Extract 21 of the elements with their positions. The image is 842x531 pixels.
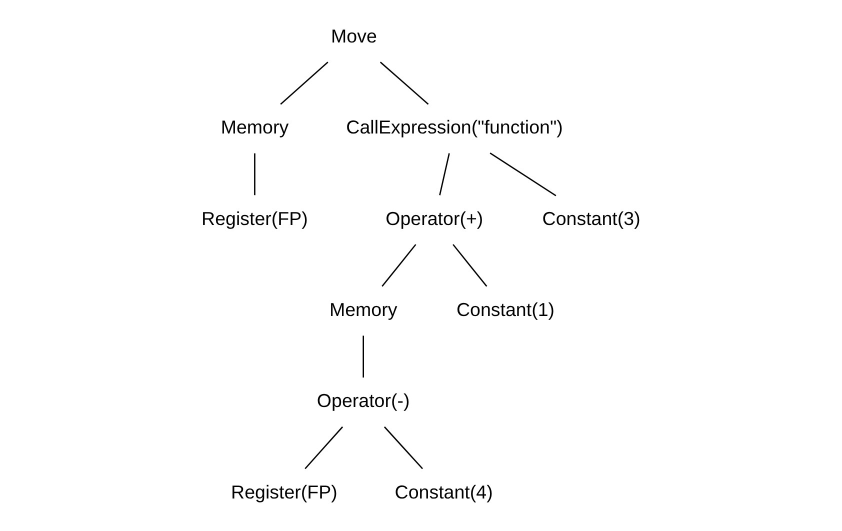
connector xyxy=(452,244,488,287)
node-text: Constant(1) xyxy=(456,299,555,320)
node-text: Register(FP) xyxy=(231,481,338,502)
connector xyxy=(254,153,256,196)
node-text: Constant(4) xyxy=(394,481,493,502)
connector xyxy=(382,244,416,287)
node-text: Operator(+) xyxy=(386,208,484,229)
node-text: CallExpression("function") xyxy=(346,116,563,138)
node-text: Memory xyxy=(329,299,398,320)
node-text: Move xyxy=(331,25,377,46)
connector xyxy=(362,336,364,378)
connector xyxy=(490,152,556,196)
node-text: Memory xyxy=(220,116,289,138)
connector xyxy=(439,153,450,196)
node-text: Constant(3) xyxy=(542,208,640,229)
connector xyxy=(384,426,424,470)
node-text: Register(FP) xyxy=(202,208,308,229)
connector xyxy=(280,62,328,105)
connector xyxy=(380,62,429,105)
connector xyxy=(304,426,344,470)
node-text: Operator(-) xyxy=(316,390,410,412)
